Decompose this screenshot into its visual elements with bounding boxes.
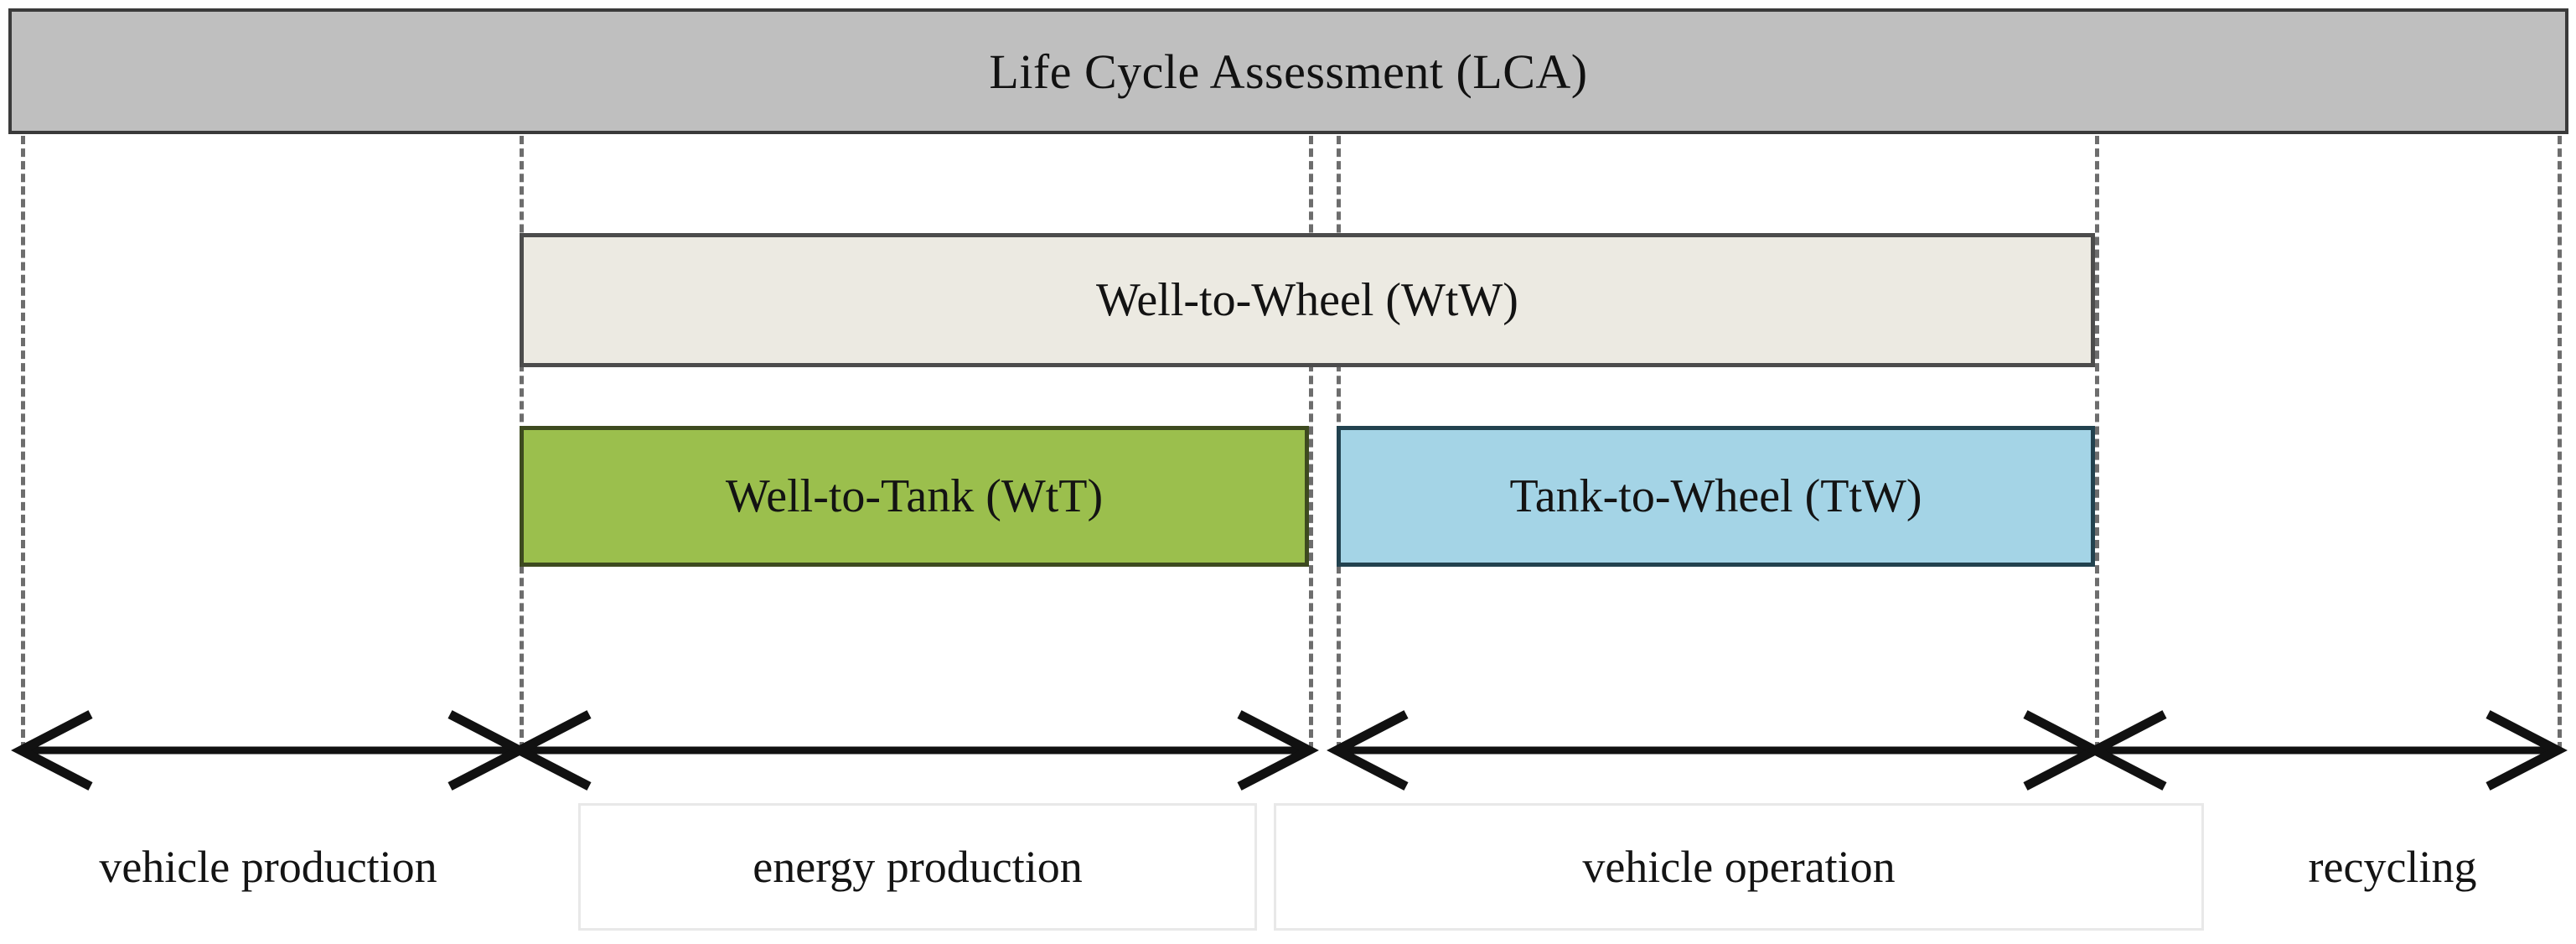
stage-label-recycling-text: recycling <box>2308 842 2477 892</box>
stage-label-vehicle-operation: vehicle operation <box>1274 803 2204 931</box>
lca-header-band: Life Cycle Assessment (LCA) <box>8 8 2568 134</box>
bar-tank-to-wheel-label: Tank-to-Wheel (TtW) <box>1509 470 1922 522</box>
stage-label-vehicle-production-text: vehicle production <box>99 842 437 892</box>
bar-well-to-wheel: Well-to-Wheel (WtW) <box>520 233 2095 367</box>
bar-well-to-wheel-label: Well-to-Wheel (WtW) <box>1096 274 1518 326</box>
guide-line-left-boundary <box>21 136 25 750</box>
stage-label-vehicle-production: vehicle production <box>17 803 520 931</box>
guide-line-tank-left <box>1309 136 1313 750</box>
guide-line-right-boundary <box>2558 136 2562 750</box>
stage-label-energy-production: energy production <box>578 803 1257 931</box>
bar-well-to-tank-label: Well-to-Tank (WtT) <box>725 470 1104 522</box>
stage-label-recycling: recycling <box>2221 803 2564 931</box>
lca-header-label: Life Cycle Assessment (LCA) <box>989 44 1588 99</box>
guide-line-wheel <box>2095 136 2099 750</box>
bar-well-to-tank: Well-to-Tank (WtT) <box>520 426 1309 567</box>
stage-label-energy-production-text: energy production <box>753 842 1083 892</box>
bar-tank-to-wheel: Tank-to-Wheel (TtW) <box>1337 426 2095 567</box>
stage-arrows <box>0 703 2576 799</box>
stage-label-vehicle-operation-text: vehicle operation <box>1582 842 1896 892</box>
